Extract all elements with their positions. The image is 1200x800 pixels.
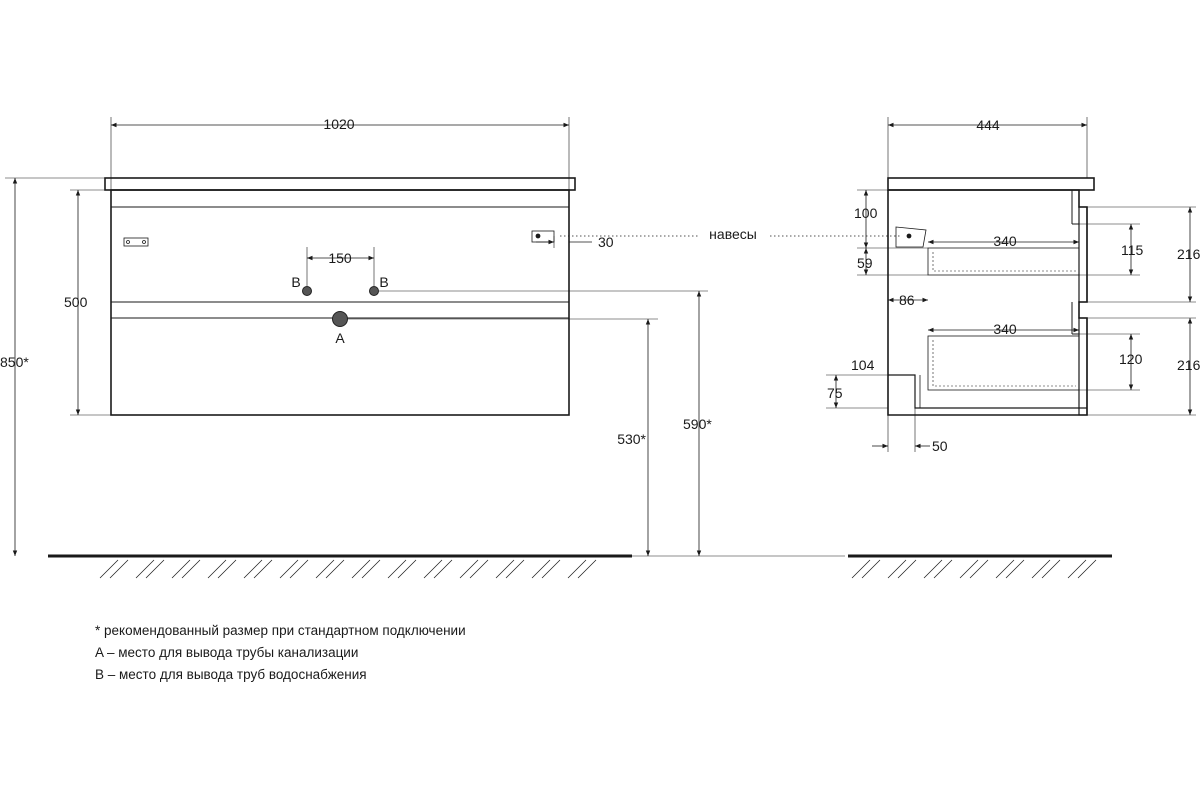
drawer-bottom-front-label: 216 bbox=[1177, 357, 1200, 373]
side-drawer-front-bottom bbox=[1078, 317, 1088, 416]
side-view bbox=[826, 117, 1196, 579]
drain-height-label: 530* bbox=[617, 431, 646, 447]
side-drawer-front-top bbox=[1078, 206, 1088, 303]
plinth-height-label: 104 bbox=[851, 357, 875, 373]
total-height-label: 850* bbox=[0, 354, 29, 370]
side-countertop bbox=[887, 177, 1095, 191]
front-labels: 1020 850* 500 150 B B A 30 530* 590* нав… bbox=[0, 116, 757, 447]
hinge-offset-label: 30 bbox=[598, 234, 614, 250]
plinth-inner-label: 75 bbox=[827, 385, 843, 401]
front-countertop bbox=[104, 177, 576, 191]
side-drawer-box-top bbox=[927, 247, 1080, 276]
depth-label: 444 bbox=[976, 117, 1000, 133]
plinth-depth-label: 50 bbox=[932, 438, 948, 454]
pipe-spacing-label: 150 bbox=[328, 250, 352, 266]
note-recommended: * рекомендованный размер при стандартном… bbox=[95, 623, 466, 638]
drawer-bottom-depth-label: 340 bbox=[993, 321, 1017, 337]
side-labels: 444 100 59 340 115 216 86 340 120 216 10… bbox=[827, 117, 1200, 454]
drawer-bottom-inner-label: 120 bbox=[1119, 351, 1143, 367]
side-drawer-box-bottom bbox=[927, 335, 1080, 391]
body-height-label: 500 bbox=[64, 294, 88, 310]
water-pipe-left bbox=[302, 286, 312, 296]
water-pipe-left-label: B bbox=[291, 274, 300, 290]
water-pipe-right bbox=[369, 286, 379, 296]
hinge-top-label: 100 bbox=[854, 205, 878, 221]
side-hinge bbox=[895, 226, 927, 248]
side-cabinet-outline bbox=[887, 189, 1088, 416]
drawer-top-inner-label: 115 bbox=[1121, 242, 1144, 258]
water-height-label: 590* bbox=[683, 416, 712, 432]
drain-pipe bbox=[332, 311, 348, 327]
water-pipe-right-label: B bbox=[379, 274, 388, 290]
side-plinth bbox=[888, 374, 1087, 409]
note-water: B – место для вывода труб водоснабжения bbox=[95, 667, 367, 682]
front-view bbox=[5, 117, 845, 579]
drawer-offset-label: 59 bbox=[857, 255, 873, 271]
width-label: 1020 bbox=[323, 116, 354, 132]
note-drain: A – место для вывода трубы канализации bbox=[95, 645, 359, 660]
hinges-label: навесы bbox=[709, 226, 757, 242]
floor-hatch-side bbox=[851, 559, 1097, 579]
drawer-gap-label: 86 bbox=[899, 292, 915, 308]
front-hinge-left bbox=[123, 237, 149, 247]
drawer-top-front-label: 216 bbox=[1177, 246, 1200, 262]
drawer-top-depth-label: 340 bbox=[993, 233, 1017, 249]
drain-label: A bbox=[335, 330, 345, 346]
front-hinge-right bbox=[531, 230, 555, 243]
floor-hatch-front bbox=[99, 559, 597, 579]
